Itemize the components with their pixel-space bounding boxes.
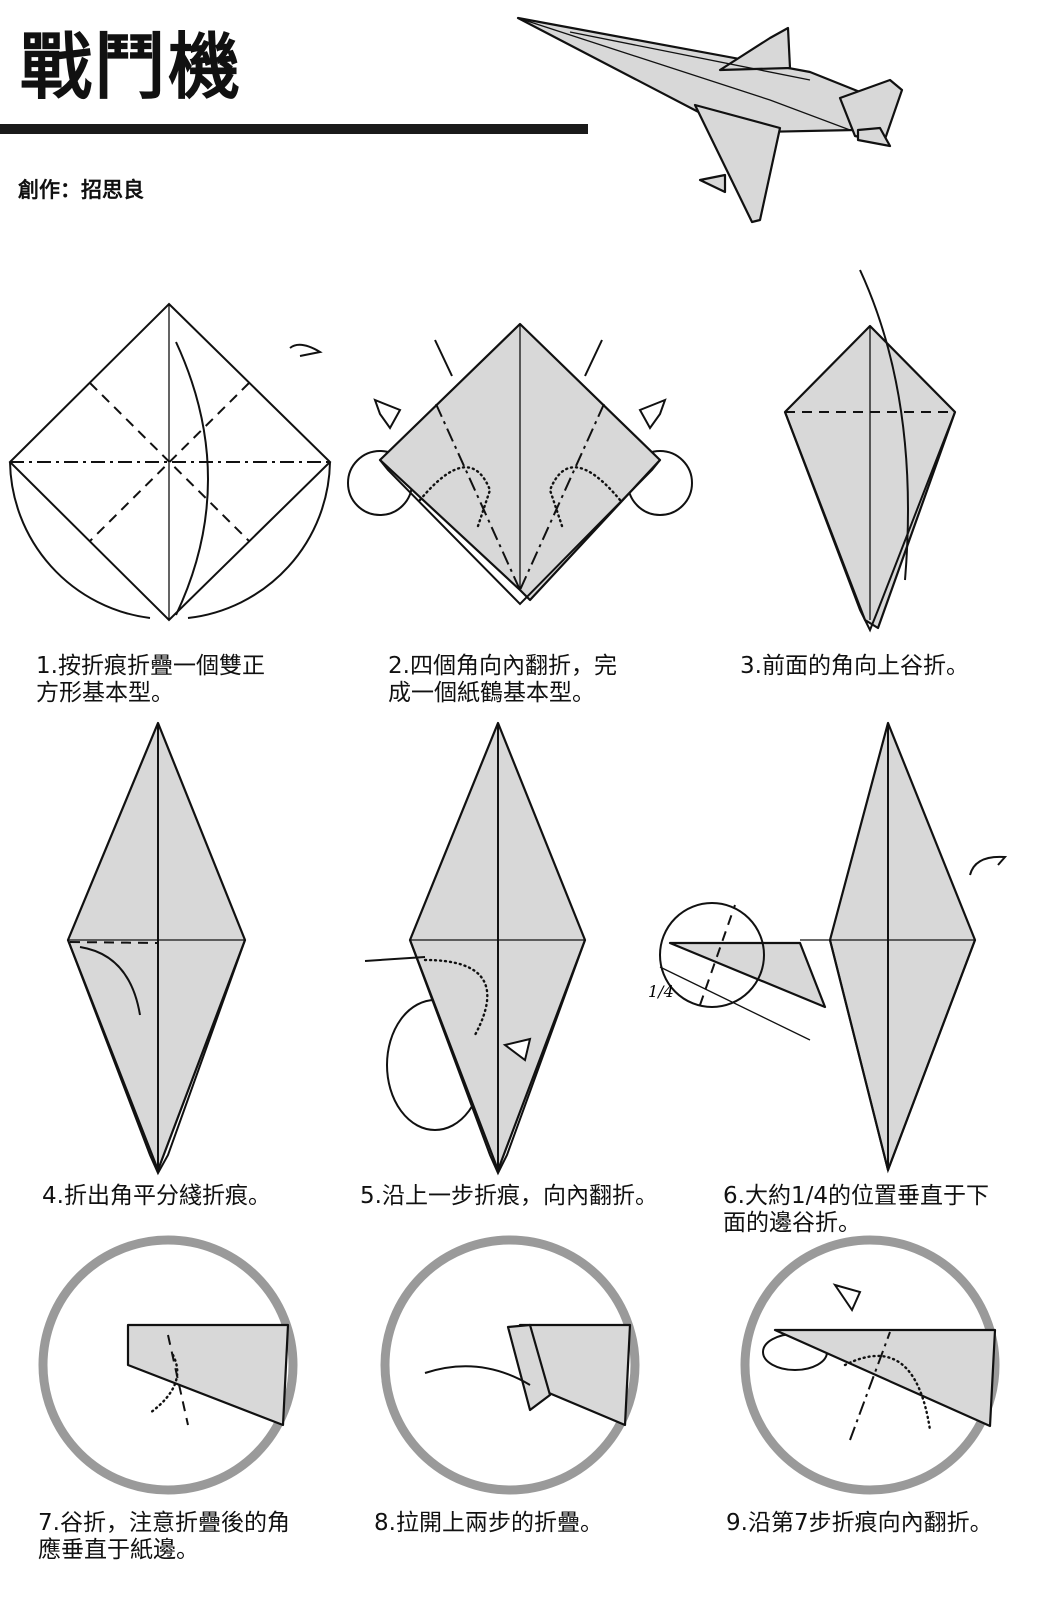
step-8-diagram — [380, 1235, 640, 1495]
step-caption: 5.沿上一步折痕，向內翻折。 — [360, 1183, 658, 1209]
step-caption: 9.沿第7步折痕向內翻折。 — [726, 1510, 993, 1536]
finished-fighter-jet — [516, 16, 904, 224]
step-caption: 8.拉開上兩步的折疊。 — [374, 1510, 603, 1536]
step-1-diagram — [8, 302, 332, 622]
push-arrow-icon — [373, 398, 402, 430]
author-credit: 創作：招思良 — [18, 178, 144, 202]
step-9-diagram — [740, 1235, 1000, 1495]
turn-over-arrow-icon — [969, 855, 1008, 876]
step-2-diagram — [347, 322, 693, 606]
push-arrow-icon — [502, 1037, 532, 1062]
step-5-diagram — [364, 721, 587, 1176]
step-caption: 4.折出角平分綫折痕。 — [42, 1183, 271, 1209]
step-7-diagram — [38, 1235, 298, 1495]
title-underline — [0, 124, 588, 134]
turn-over-arrow-icon — [289, 343, 323, 357]
push-arrow-icon — [832, 1283, 862, 1313]
step-caption: 6.大約1/4的位置垂直于下 面的邊谷折。 — [723, 1183, 989, 1236]
step-caption: 7.谷折，注意折疊後的角 應垂直于紙邊。 — [38, 1510, 290, 1563]
step-caption: 3.前面的角向上谷折。 — [740, 653, 969, 679]
push-arrow-icon — [638, 398, 667, 430]
step-4-diagram — [66, 721, 247, 1176]
step-3-diagram — [783, 269, 957, 633]
page-title: 戰鬥機 — [20, 25, 243, 109]
step-caption: 1.按折痕折疊一個雙正 方形基本型。 — [36, 653, 265, 706]
step-caption: 2.四個角向內翻折，完 成一個紙鶴基本型。 — [388, 653, 617, 706]
step-6-diagram: 1/4 — [648, 721, 1008, 1174]
fraction-label: 1/4 — [648, 982, 674, 1001]
